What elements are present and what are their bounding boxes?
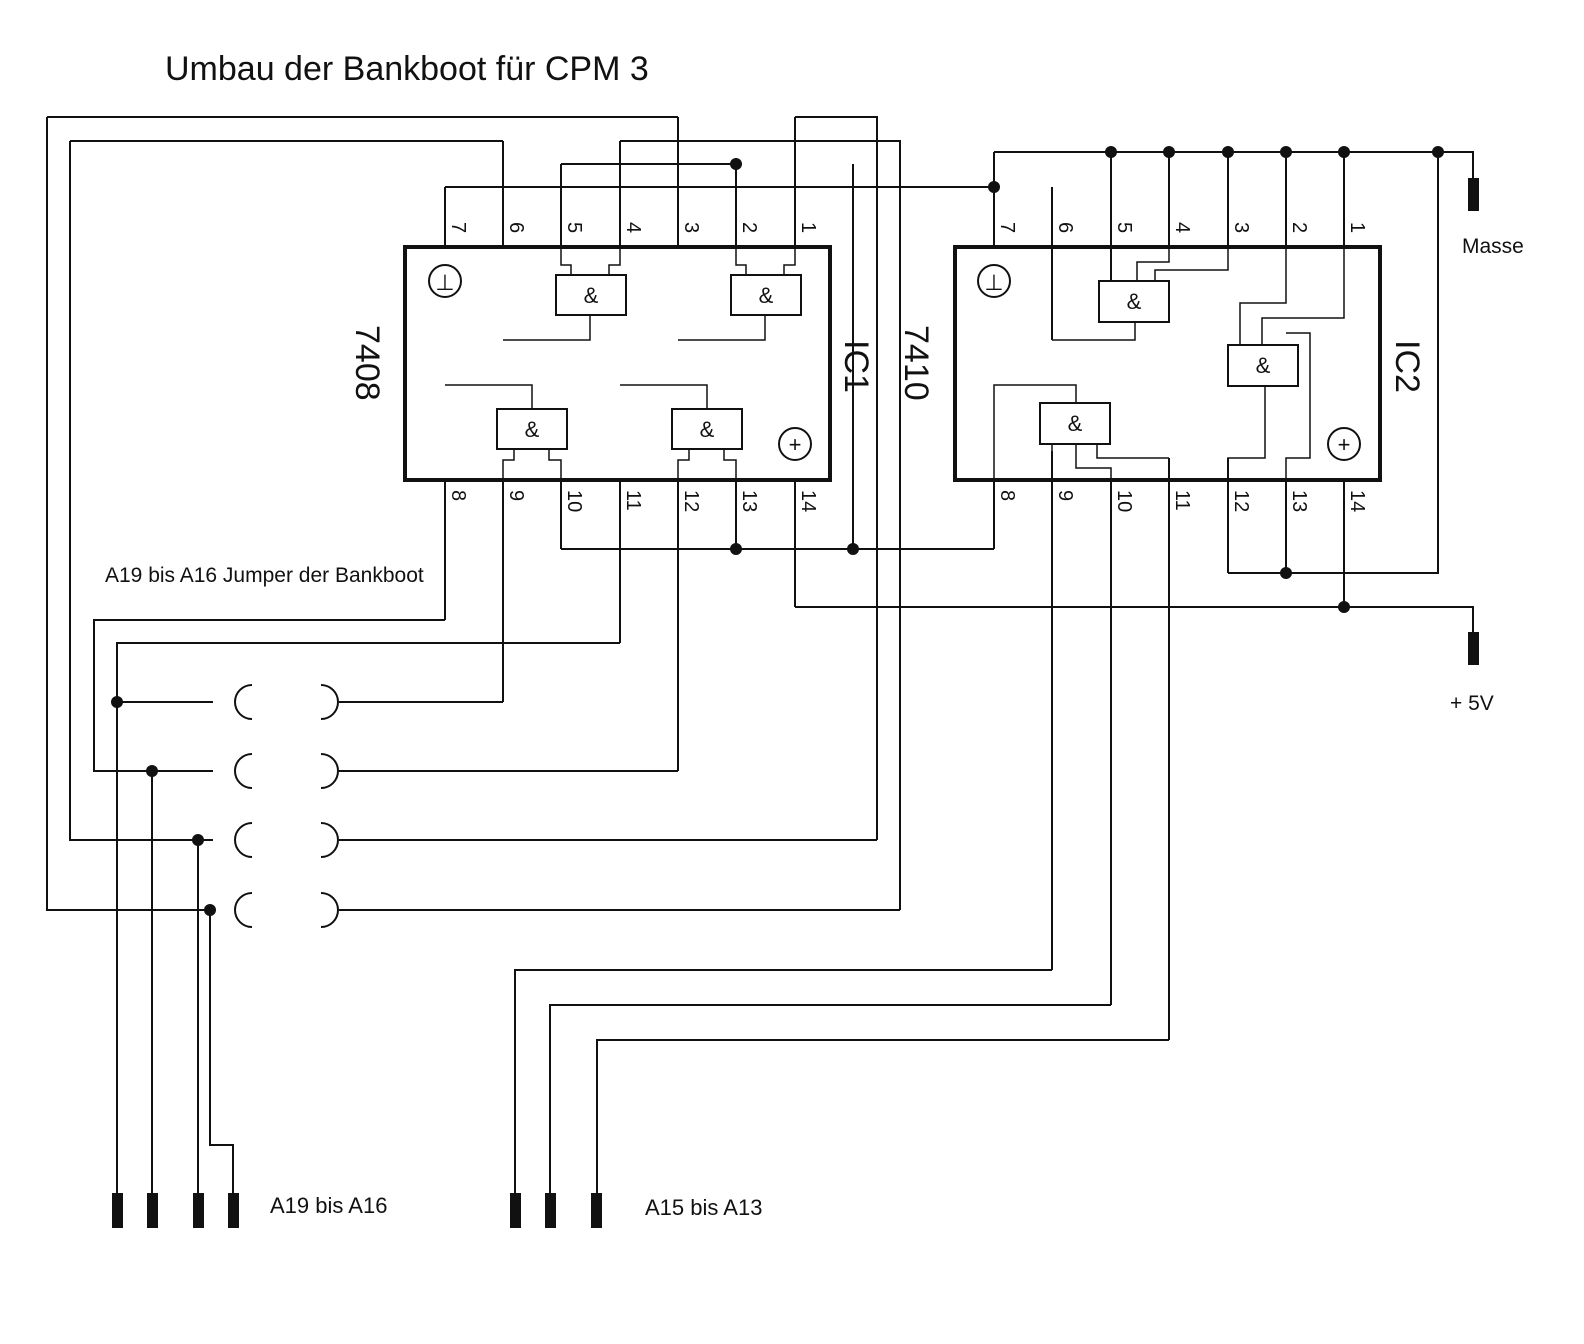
ic2-pin-label: 14 bbox=[1346, 490, 1368, 512]
ic1-vcc-symbol: + bbox=[789, 432, 802, 457]
ic1-gate-b: & bbox=[678, 247, 802, 341]
ic1-package: ⊥ + & & & & 7 6 5 4 3 2 1 bbox=[348, 117, 935, 771]
ic2-pin-label: 12 bbox=[1230, 490, 1252, 512]
connector-a19-a16-label: A19 bis A16 bbox=[270, 1193, 387, 1218]
jumper-caption: A19 bis A16 Jumper der Bankboot bbox=[105, 564, 424, 587]
ic2-gate-a-symbol: & bbox=[1127, 289, 1142, 314]
ic1-pin-label: 8 bbox=[447, 490, 469, 501]
jumper-a17[interactable] bbox=[234, 822, 339, 858]
ic2-gate-c-symbol: & bbox=[1068, 411, 1083, 436]
ic1-pin-label: 10 bbox=[563, 490, 585, 512]
ic2-pin-label: 11 bbox=[1171, 490, 1193, 511]
connector-pin[interactable] bbox=[112, 1193, 123, 1228]
ic1-pin-label: 13 bbox=[738, 490, 760, 512]
ic1-pin-label: 4 bbox=[622, 222, 644, 233]
jumper-a18[interactable] bbox=[234, 753, 339, 789]
ic1-gate-d-symbol: & bbox=[700, 417, 715, 442]
ground-terminal[interactable] bbox=[1468, 178, 1479, 211]
ic1-ground-symbol: ⊥ bbox=[435, 270, 454, 295]
ic2-pin-label: 5 bbox=[1113, 222, 1135, 233]
ic2-type-label: 7410 bbox=[897, 325, 935, 401]
ic2-pin-label: 3 bbox=[1230, 222, 1252, 233]
ic1-pin-label: 6 bbox=[505, 222, 527, 233]
connector-pin[interactable] bbox=[147, 1193, 158, 1228]
ic1-pin-label: 1 bbox=[797, 222, 819, 233]
ic1-gate-c-symbol: & bbox=[525, 417, 540, 442]
ic1-gate-c: & bbox=[445, 384, 568, 480]
ic1-gate-a: & bbox=[503, 247, 627, 341]
ic2-ground-symbol: ⊥ bbox=[984, 270, 1003, 295]
ground-label: Masse bbox=[1462, 235, 1524, 258]
ic1-pin-label: 14 bbox=[797, 490, 819, 512]
ic2-pin-label: 13 bbox=[1288, 490, 1310, 512]
ic1-pin-label: 9 bbox=[505, 490, 527, 501]
ic2-package: ⊥ + & & & 7 6 5 4 3 2 1 8 9 10 11 12 13 bbox=[953, 152, 1426, 1040]
connector-pin[interactable] bbox=[510, 1193, 521, 1228]
ic1-name-label: IC1 bbox=[837, 340, 875, 393]
ic1-pin-label: 12 bbox=[680, 490, 702, 512]
ic1-gate-b-symbol: & bbox=[759, 283, 774, 308]
diagram-title: Umbau der Bankboot für CPM 3 bbox=[165, 50, 649, 88]
connector-pin[interactable] bbox=[228, 1193, 239, 1228]
ic2-pin-label: 10 bbox=[1113, 490, 1135, 512]
ic2-pin-label: 4 bbox=[1171, 222, 1193, 233]
connector-a15-a13-label: A15 bis A13 bbox=[645, 1195, 762, 1220]
connector-pin[interactable] bbox=[545, 1193, 556, 1228]
connector-a19-a16: A19 bis A16 bbox=[112, 1193, 387, 1228]
ic2-gate-c: & bbox=[993, 384, 1169, 480]
ic1-pin-label: 11 bbox=[622, 490, 644, 511]
ic1-pin-label: 7 bbox=[447, 222, 469, 233]
ic2-pin-label: 9 bbox=[1054, 490, 1076, 501]
ic2-gate-b-symbol: & bbox=[1256, 353, 1271, 378]
ic2-gate-a: & bbox=[1052, 247, 1229, 341]
jumper-a19[interactable] bbox=[234, 684, 339, 720]
ic1-pin-label: 2 bbox=[738, 222, 760, 233]
ic2-gate-b: & bbox=[1227, 247, 1345, 480]
ic1-type-label: 7408 bbox=[348, 325, 386, 401]
ic2-pin-label: 2 bbox=[1288, 222, 1310, 233]
jumper-a16[interactable] bbox=[234, 892, 339, 928]
ic2-pin-label: 6 bbox=[1054, 222, 1076, 233]
connector-pin[interactable] bbox=[193, 1193, 204, 1228]
ic2-name-label: IC2 bbox=[1388, 340, 1426, 393]
junction-dots bbox=[111, 146, 1444, 916]
ic2-pin-label: 7 bbox=[996, 222, 1018, 233]
ic1-pin-label: 5 bbox=[563, 222, 585, 233]
supply-label: + 5V bbox=[1450, 692, 1494, 715]
connector-a15-a13: A15 bis A13 bbox=[510, 1193, 762, 1228]
supply-terminal[interactable] bbox=[1468, 632, 1479, 665]
ic2-pin-label: 1 bbox=[1346, 222, 1368, 233]
ic2-vcc-symbol: + bbox=[1338, 432, 1351, 457]
ic1-gate-d: & bbox=[620, 384, 743, 480]
ic2-pin-label: 8 bbox=[996, 490, 1018, 501]
jumper-block bbox=[234, 684, 339, 928]
ic1-pin-label: 3 bbox=[680, 222, 702, 233]
ic1-gate-a-symbol: & bbox=[584, 283, 599, 308]
connector-pin[interactable] bbox=[591, 1193, 602, 1228]
